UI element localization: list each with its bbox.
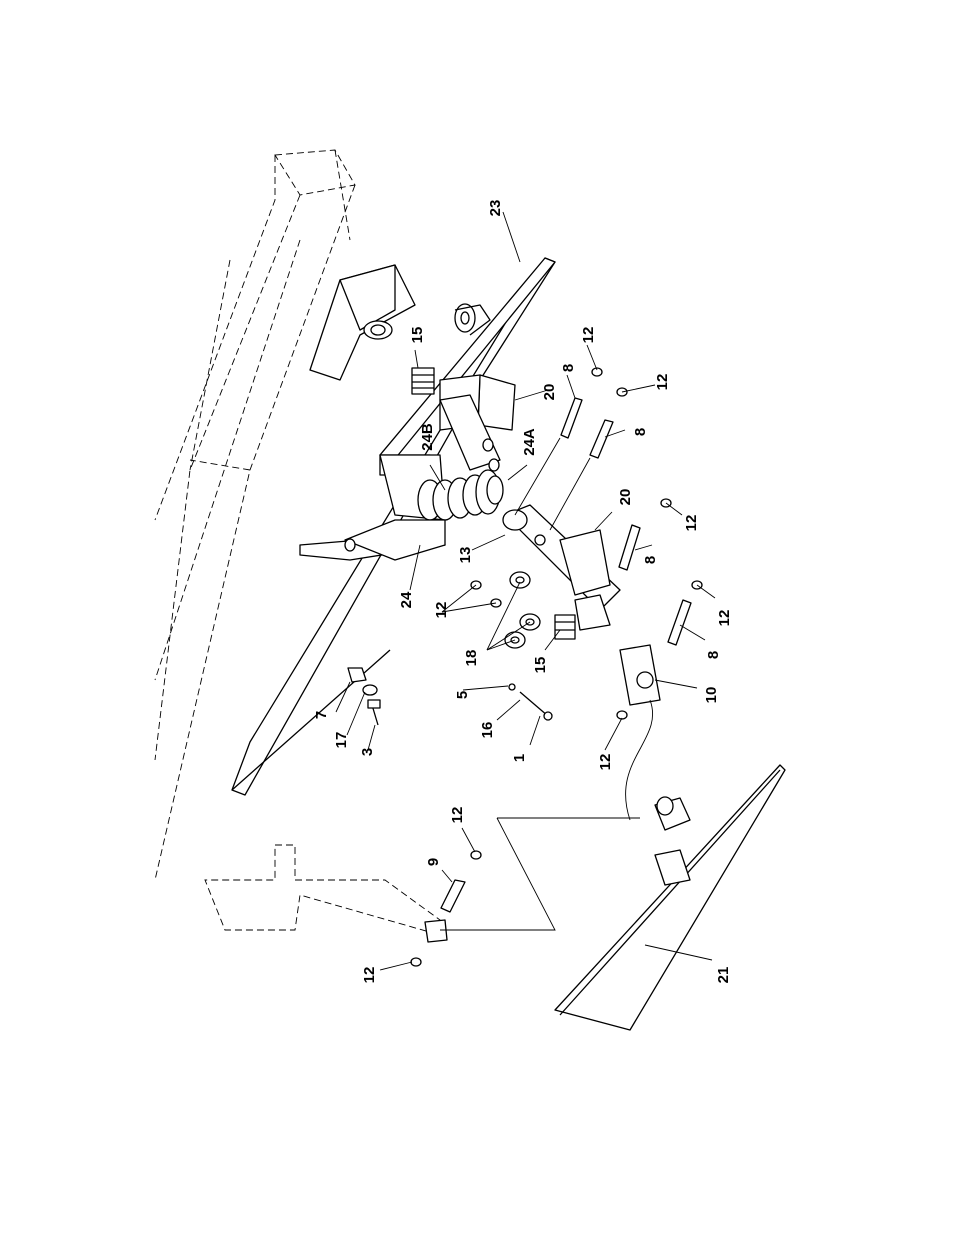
callout-24a: 24A (521, 428, 538, 456)
callout-12: 12 (683, 515, 700, 532)
callout-8: 8 (560, 364, 577, 372)
callout-12: 12 (654, 374, 671, 391)
callout-3: 3 (359, 748, 376, 756)
part-12-washers (411, 368, 702, 966)
callout-24: 24 (398, 591, 415, 608)
callout-20: 20 (541, 384, 558, 401)
callout-16: 16 (479, 722, 496, 739)
part-15-switch-lower (555, 595, 610, 639)
callout-12: 12 (449, 807, 466, 824)
callout-10: 10 (703, 687, 720, 704)
part-9-pin (425, 818, 640, 942)
callout-9: 9 (425, 858, 442, 866)
callout-12: 12 (361, 967, 378, 984)
callout-18: 18 (463, 650, 480, 667)
callout-12: 12 (580, 327, 597, 344)
callout-21: 21 (715, 967, 732, 984)
callout-8: 8 (642, 556, 659, 564)
part-10-block (620, 645, 660, 820)
callout-12: 12 (716, 610, 733, 627)
callout-5: 5 (454, 691, 471, 699)
callout-17: 17 (333, 732, 350, 749)
callout-8: 8 (632, 428, 649, 436)
callout-20: 20 (617, 489, 634, 506)
callout-7: 7 (313, 711, 330, 719)
callout-15: 15 (532, 657, 549, 674)
part-18-washers (505, 572, 540, 648)
part-13-link (503, 505, 620, 610)
callout-24b: 24B (419, 423, 436, 451)
part-7-17-3-hardware (348, 668, 380, 725)
part-20-bracket-upper (440, 375, 515, 471)
callout-15: 15 (409, 327, 426, 344)
part-1-bolt (509, 684, 552, 720)
callout-1: 1 (511, 754, 528, 762)
callout-12: 12 (597, 754, 614, 771)
callout-23: 23 (487, 200, 504, 217)
part-21-lower-blade (555, 765, 785, 1030)
part-15-switch-upper (412, 368, 434, 394)
callout-8: 8 (705, 651, 722, 659)
callout-12: 12 (433, 602, 450, 619)
callout-13: 13 (457, 547, 474, 564)
